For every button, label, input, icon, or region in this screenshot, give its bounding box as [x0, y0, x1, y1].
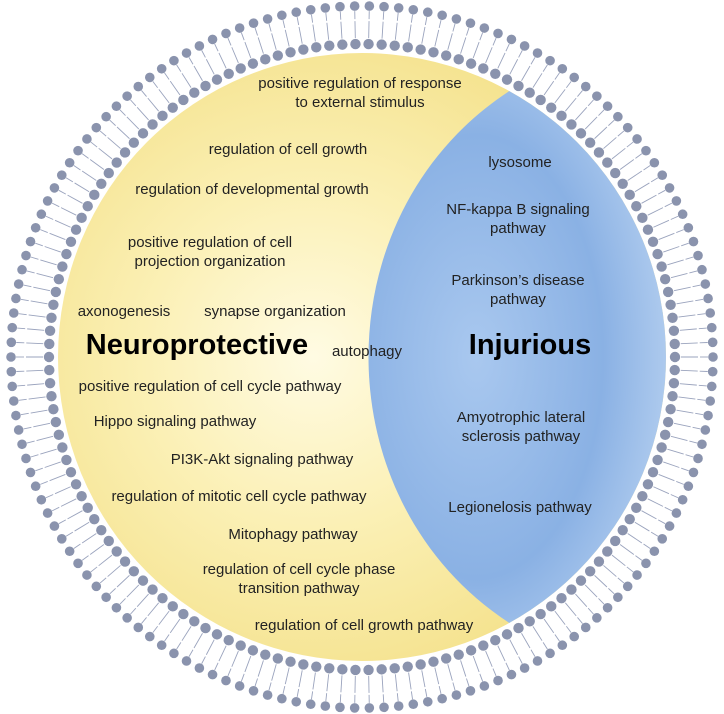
term-hippo-signaling: Hippo signaling pathway — [93, 413, 257, 430]
term-parkinsons-disease: Parkinson’s disease pathway — [451, 272, 585, 308]
injurious-region — [368, 88, 666, 626]
term-positive-regulation-of-cell-cycle: positive regulation of cell cycle pathwa… — [78, 378, 342, 395]
term-axonogenesis: axonogenesis — [77, 303, 171, 320]
term-nf-kappa-b-signaling: NF-kappa B signaling pathway — [446, 201, 590, 237]
injurious-title: Injurious — [468, 329, 592, 361]
term-regulation-of-cell-growth: regulation of cell growth — [208, 141, 368, 158]
term-synapse-organization: synapse organization — [204, 303, 346, 320]
term-regulation-of-mitotic-cell-cycle: regulation of mitotic cell cycle pathway — [111, 488, 367, 505]
term-lysosome: lysosome — [488, 154, 552, 171]
term-legionelosis-pathway: Legionelosis pathway — [448, 499, 592, 516]
neuroprotective-title: Neuroprotective — [85, 329, 309, 361]
term-amyotrophic-lateral-sclerosis: Amyotrophic lateral sclerosis pathway — [456, 409, 586, 445]
term-positive-regulation-of-response: positive regulation of response to exter… — [258, 75, 462, 111]
term-mitophagy-pathway: Mitophagy pathway — [228, 526, 358, 543]
term-regulation-of-cell-growth-pathway: regulation of cell growth pathway — [254, 617, 474, 634]
term-regulation-of-developmental-growth: regulation of developmental growth — [135, 181, 369, 198]
term-regulation-of-cell-cycle-phase: regulation of cell cycle phase transitio… — [202, 561, 396, 597]
term-positive-regulation-of-cell-projection: positive regulation of cell projection o… — [127, 234, 293, 270]
term-pi3k-akt-signaling: PI3K-Akt signaling pathway — [170, 451, 354, 468]
term-autophagy: autophagy — [331, 343, 403, 360]
cell-membrane-ring — [6, 1, 718, 713]
